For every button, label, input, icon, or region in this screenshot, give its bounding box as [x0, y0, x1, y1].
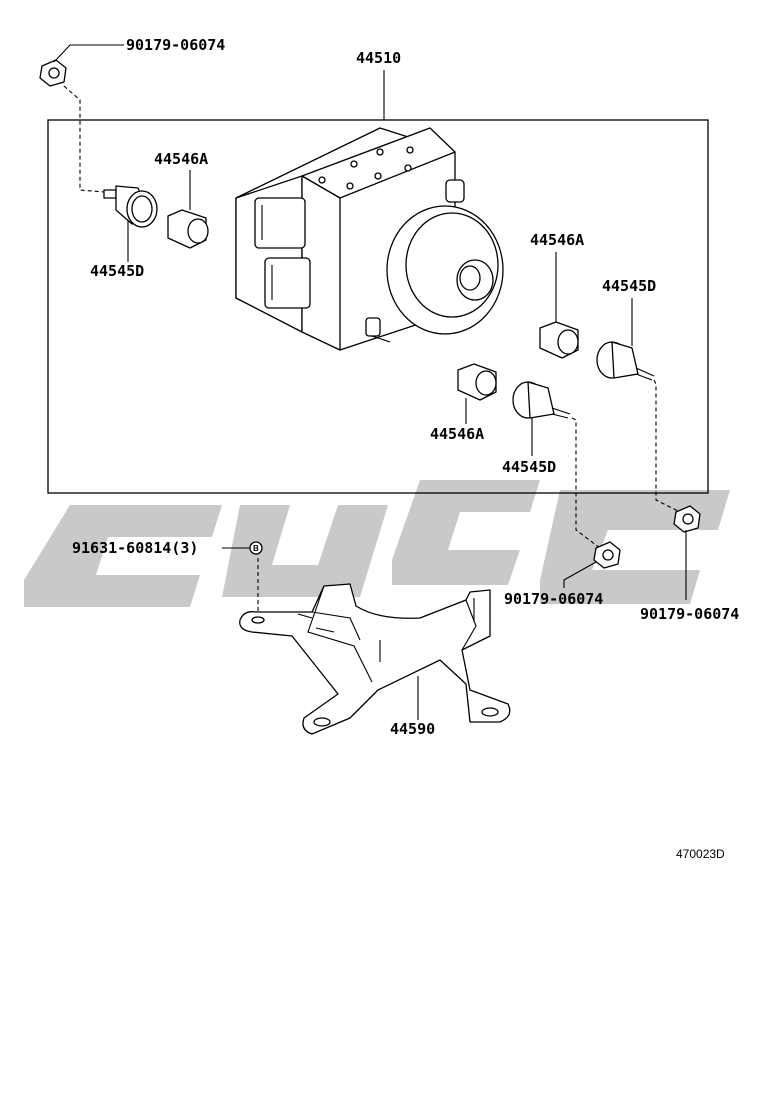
nut-right: [673, 505, 701, 533]
grommet-left: [103, 185, 158, 228]
nut-top-left: [39, 59, 67, 87]
label-nut-right: 90179-06074: [640, 605, 739, 623]
cushion-left: [167, 209, 209, 249]
abs-actuator: [235, 127, 504, 351]
nut-center: [593, 541, 621, 569]
label-bracket: 44590: [390, 720, 435, 738]
bolt-mark-circle: [249, 541, 263, 555]
cushion-right-upper: [539, 321, 579, 359]
label-cushion-center: 44546A: [430, 425, 484, 443]
label-grommet-center: 44545D: [502, 458, 556, 476]
bolt-mark-letter: B: [253, 544, 259, 553]
label-nut-top-left: 90179-06074: [126, 36, 225, 54]
label-bolt-bracket: 91631-60814(3): [72, 539, 198, 557]
grommet-right-upper: [596, 341, 655, 381]
figure-code: 470023D: [676, 847, 725, 861]
label-cushion-left: 44546A: [154, 150, 208, 168]
assembly-frame: [47, 119, 709, 494]
label-grommet-right-upper: 44545D: [602, 277, 656, 295]
dash-nut-right: [653, 379, 681, 513]
dash-nut-top-left: [63, 85, 105, 193]
label-cushion-right-upper: 44546A: [530, 231, 584, 249]
leader-nut-top-left: [53, 44, 124, 63]
label-grommet-left: 44545D: [90, 262, 144, 280]
bracket: [239, 583, 511, 735]
label-nut-center: 90179-06074: [504, 590, 603, 608]
grommet-center: [512, 381, 571, 419]
label-44510: 44510: [356, 49, 401, 67]
dash-nut-center: [571, 417, 601, 549]
cushion-center: [457, 363, 497, 401]
leader-nut-center: [563, 561, 597, 588]
